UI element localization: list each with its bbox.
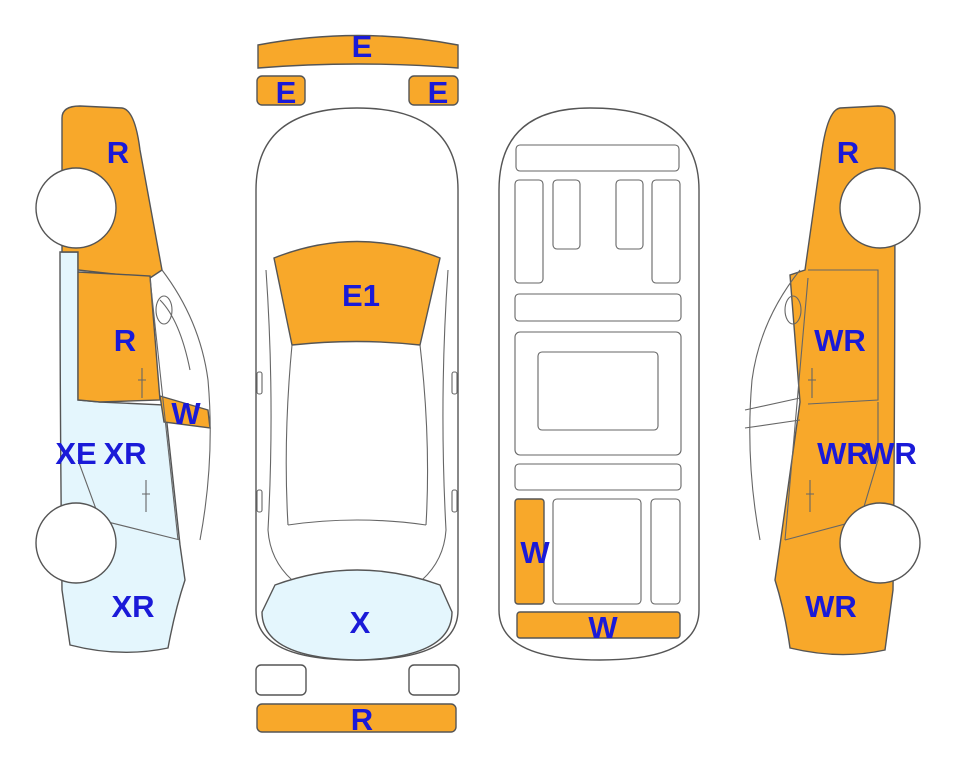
label-floor-bottom: W [588,610,618,645]
left-taillight[interactable] [255,664,307,696]
left-front-wheel [35,502,117,584]
right-headlight-part[interactable] [408,75,459,106]
label-right-headlight: E [428,75,449,110]
label-left-mirror: W [171,396,201,431]
rear-bumper-part[interactable] [256,703,457,733]
right-taillight[interactable] [408,664,460,696]
label-left-front-fender: XR [111,589,154,624]
floor-left-part[interactable] [514,498,545,605]
label-rear-glass: X [350,605,371,640]
floor-outline [498,107,700,661]
rear-glass-part[interactable] [261,569,453,661]
right-rear-wheel [839,167,921,249]
left-rear-wheel [35,167,117,249]
front-bumper-part[interactable] [257,34,459,69]
label-floor-left: W [520,535,550,570]
label-left-rear-door: R [114,323,136,358]
label-left-sill: XE [55,436,96,471]
label-left-headlight: E [276,75,297,110]
label-right-front-fender: WR [805,589,857,624]
label-right-front-door: WR [817,436,869,471]
left-side-view: R R W XE XR XR [35,105,211,654]
label-right-sill: WR [865,436,917,471]
underside-view: W W [498,107,700,661]
label-front-bumper: E [352,29,373,64]
label-right-rear-fender: R [837,135,859,170]
label-right-rear-door: WR [814,323,866,358]
label-left-front-door: XR [103,436,146,471]
floor-bottom-part[interactable] [516,611,681,639]
left-headlight-part[interactable] [256,75,306,106]
label-rear-bumper: R [351,702,373,737]
label-hood: E1 [342,278,380,313]
label-left-rear-fender: R [107,135,129,170]
hood-part[interactable] [273,240,441,346]
right-side-view: R WR WR WR WR [744,105,921,656]
top-view-car: E E E E1 X R [255,29,460,737]
top-car-body [255,107,459,661]
left-rear-door-part[interactable] [77,271,161,403]
right-front-wheel [839,502,921,584]
